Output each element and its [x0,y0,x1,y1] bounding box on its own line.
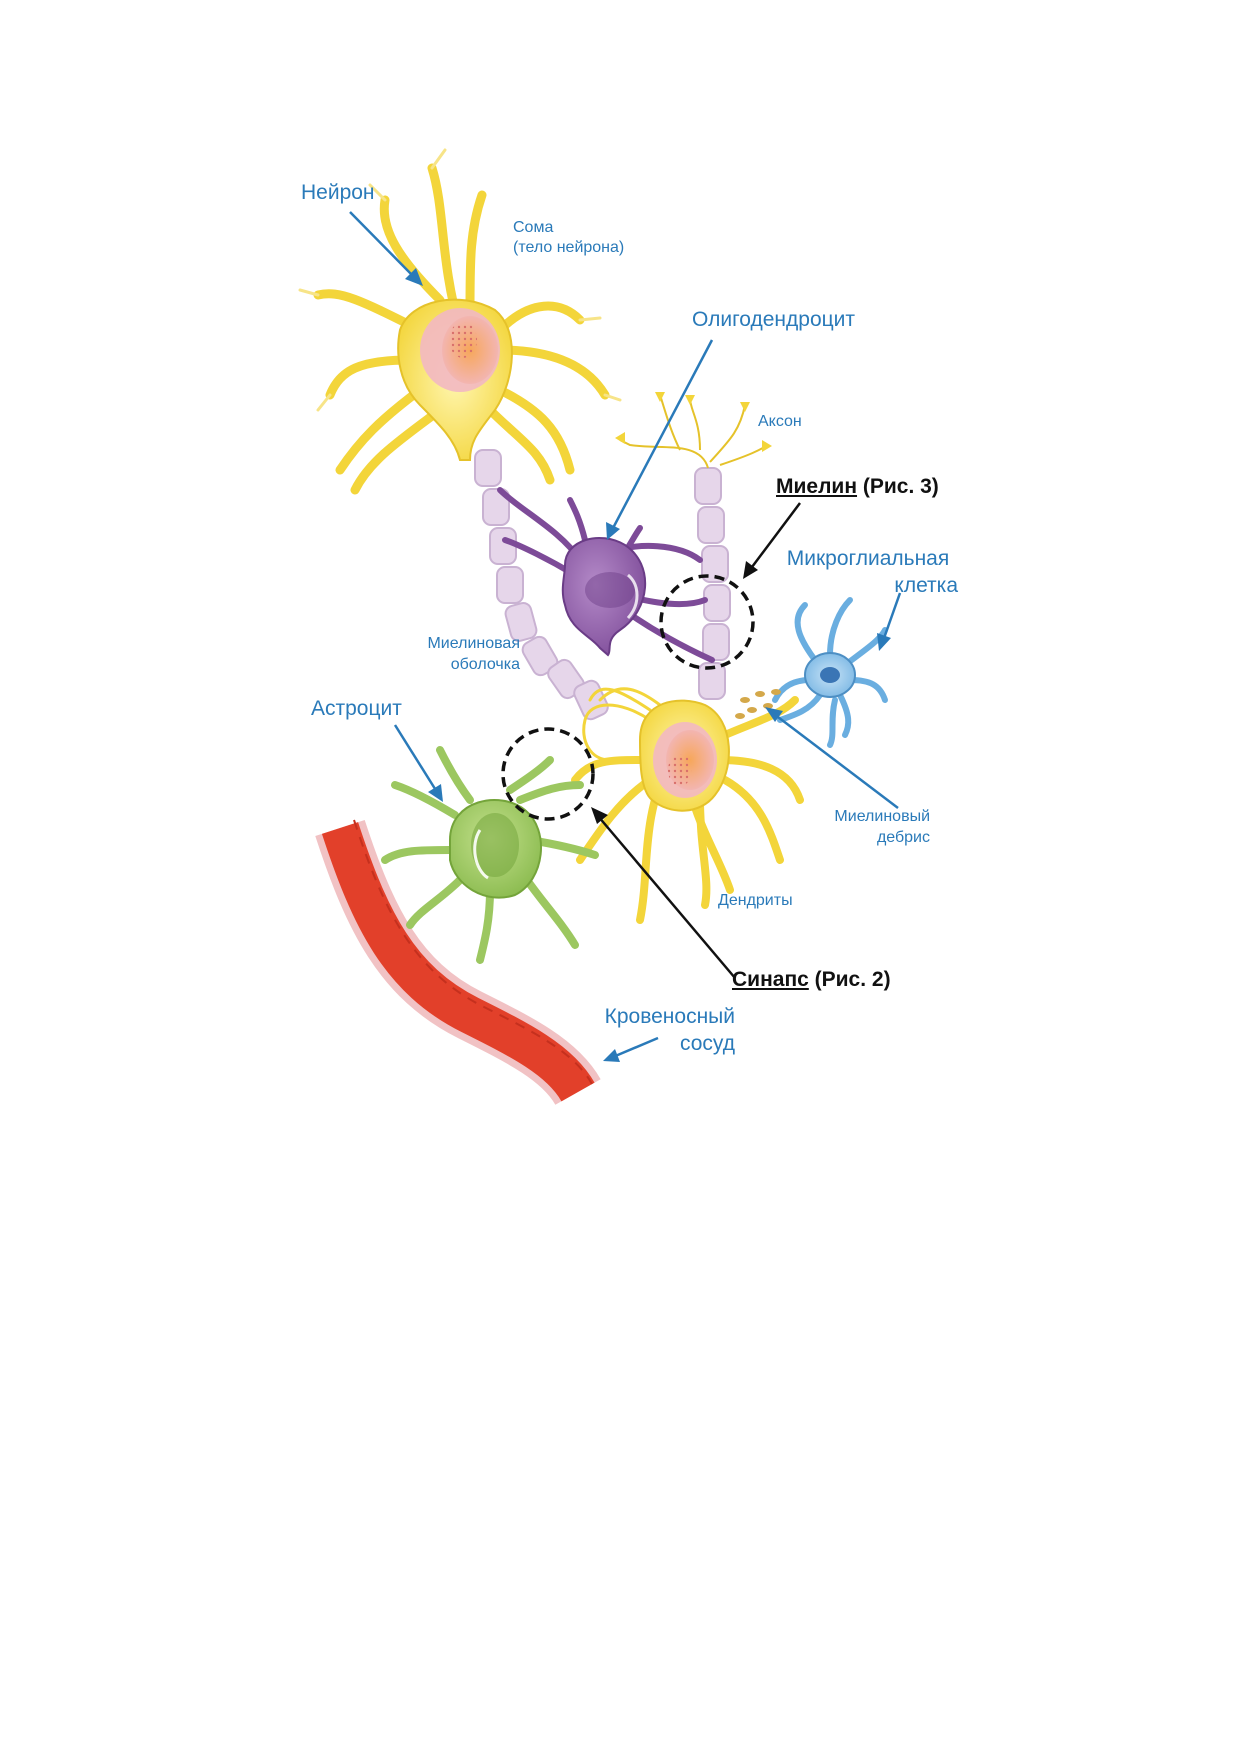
label-myelin-debris-line2: дебрис [876,829,930,846]
label-blood-vessel-line2: сосуд [680,1032,735,1055]
label-microglial-cell-line1: Микроглиальная [786,547,950,570]
label-synapse-main: Синапс [732,968,809,991]
label-microglial-cell: Микроглиальная клетка [778,545,958,599]
label-soma-line1: Сома [513,219,554,236]
upper-neuron [298,148,622,495]
label-astrocyte: Астроцит [311,697,402,720]
myelinated-axon-right [694,467,731,700]
label-dendrites: Дендриты [718,892,793,909]
label-blood-vessel-line1: Кровеносный [604,1005,735,1028]
blood-vessel [315,819,601,1106]
label-myelin-sheath-line1: Миелиновая [427,635,520,652]
label-soma: Сома (тело нейрона) [513,218,624,258]
label-myelin: Миелин (Рис. 3) [776,475,939,499]
label-myelin-debris: Миелиновый дебрис [810,806,930,848]
label-soma-line2: (тело нейрона) [513,239,625,256]
label-microglial-cell-line2: клетка [894,574,958,597]
myelin-debris-particles [735,689,781,719]
oligodendrocyte [497,487,715,663]
blue-arrows [349,211,902,1062]
label-neuron: Нейрон [301,181,375,204]
black-arrows [591,502,801,979]
label-axon: Аксон [758,413,802,430]
label-oligodendrocyte: Олигодендроцит [692,308,856,331]
astrocyte [381,746,599,964]
label-myelin-debris-line1: Миелиновый [834,808,930,825]
myelinated-axon-left [474,449,609,721]
myelin-highlight-circle [659,574,755,670]
label-synapse: Синапс (Рис. 2) [732,968,891,992]
label-myelin-sheath: Миелиновая оболочка [405,633,520,675]
label-myelin-main: Миелин [776,475,858,498]
synapse-highlight-circle [501,727,595,821]
lower-neuron [571,687,804,924]
label-myelin-sheath-line2: оболочка [450,656,520,673]
microglial-cell [772,597,888,748]
label-synapse-ref: (Рис. 2) [808,968,891,991]
label-myelin-ref: (Рис. 3) [857,475,939,498]
axon-terminals [615,392,772,469]
label-blood-vessel: Кровеносный сосуд [575,1003,735,1057]
